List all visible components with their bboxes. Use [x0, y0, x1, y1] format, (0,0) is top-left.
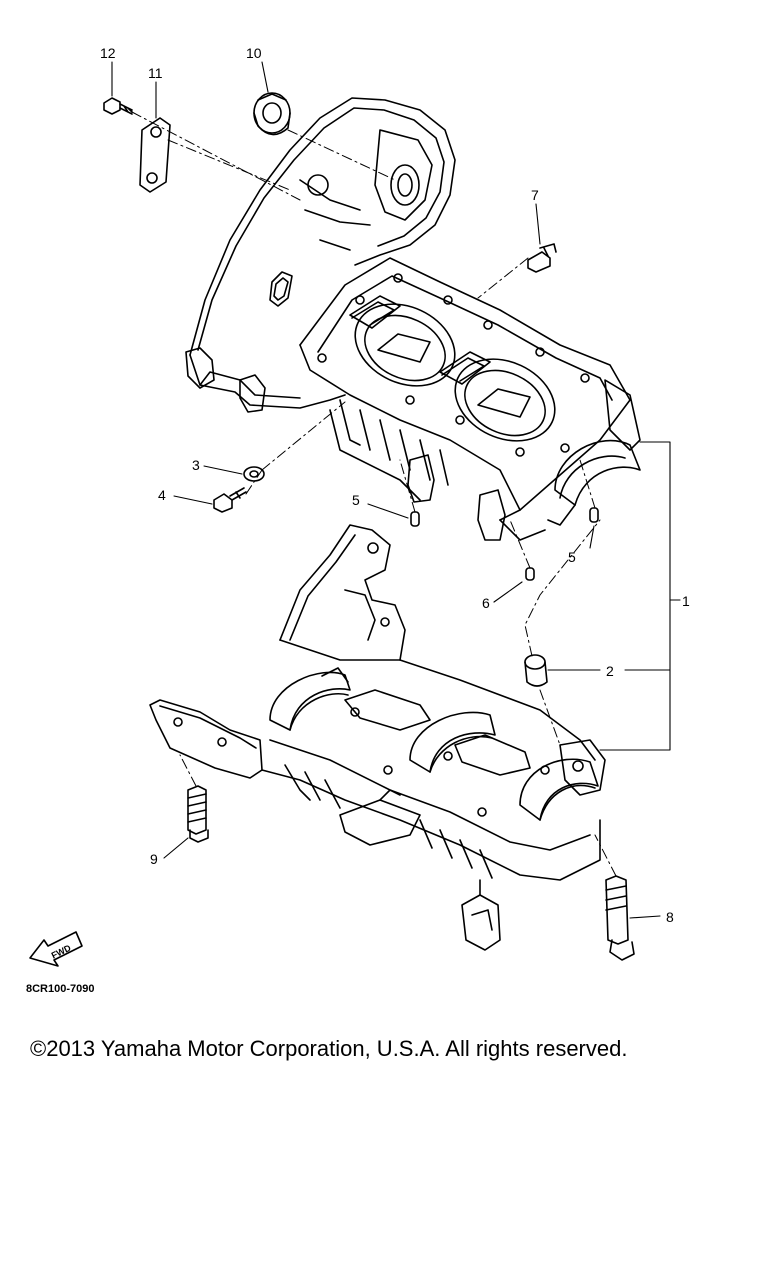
- dowel-pin-6: [525, 567, 535, 581]
- washer-3: [243, 466, 265, 482]
- dowel-pin-5b: [589, 507, 599, 523]
- forward-arrow-icon: FWD: [29, 931, 83, 967]
- bolt-9: [187, 785, 209, 843]
- dowel-pin-5a: [410, 511, 420, 527]
- callout-labels: 12 11 10 7 3 4 5 5 6 1 2 9 8: [100, 45, 690, 925]
- lower-crankcase: [149, 524, 606, 951]
- callout-12: 12: [100, 45, 116, 61]
- callout-7: 7: [531, 187, 539, 203]
- diagram-part-number: 8CR100-7090: [26, 983, 95, 995]
- upper-crankcase: [185, 97, 641, 541]
- callout-5b: 5: [568, 549, 576, 565]
- callout-5a: 5: [352, 492, 360, 508]
- plug-7: [527, 243, 557, 273]
- callout-10: 10: [246, 45, 262, 61]
- copyright-notice: ©2013 Yamaha Motor Corporation, U.S.A. A…: [30, 1036, 628, 1061]
- bolt-12: [103, 97, 133, 115]
- callout-4: 4: [158, 487, 166, 503]
- bushing-2: [524, 654, 548, 687]
- bolt-4: [213, 487, 247, 513]
- callout-1: 1: [682, 593, 690, 609]
- callout-8: 8: [666, 909, 674, 925]
- crankcase-exploded-diagram: 12 11 10 7 3 4 5 5 6 1 2 9 8 FWD: [29, 45, 690, 967]
- center-lines: [131, 111, 617, 877]
- bracket-11: [139, 117, 171, 193]
- callout-11: 11: [148, 65, 163, 81]
- callout-3: 3: [192, 457, 200, 473]
- bearing-10: [253, 92, 291, 136]
- callout-2: 2: [606, 663, 614, 679]
- callout-9: 9: [150, 851, 158, 867]
- leader-lines: [111, 61, 681, 919]
- callout-6: 6: [482, 595, 490, 611]
